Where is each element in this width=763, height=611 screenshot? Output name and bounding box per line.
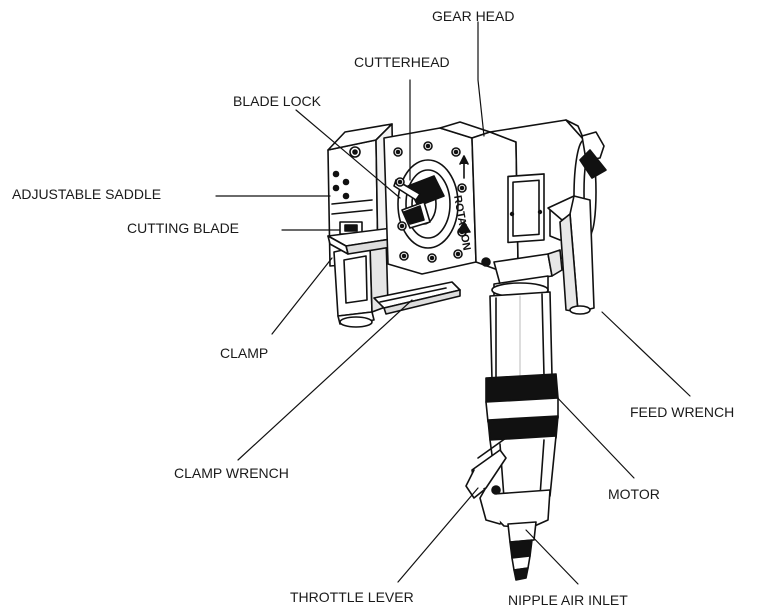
leader-feed-wrench [601, 311, 691, 397]
label-gear-head: GEAR HEAD [432, 8, 515, 24]
label-throttle-lever: THROTTLE LEVER [290, 589, 414, 605]
label-cutterhead: CUTTERHEAD [354, 54, 450, 70]
leader-nipple-air-inlet [525, 529, 579, 585]
leader-lines [215, 21, 691, 585]
gear-head-body [457, 119, 607, 315]
leader-clamp [271, 257, 333, 335]
clamp-assembly [333, 235, 461, 328]
label-feed-wrench: FEED WRENCH [630, 404, 735, 420]
motor-assembly [465, 275, 559, 581]
label-blade-lock: BLADE LOCK [233, 93, 321, 109]
leader-gear-head [477, 21, 485, 137]
label-motor: MOTOR [608, 486, 660, 502]
label-nipple-air-inlet: NIPPLE AIR INLET [508, 592, 628, 608]
label-clamp: CLAMP [220, 345, 269, 361]
leader-motor [551, 391, 635, 479]
label-clamp-wrench: CLAMP WRENCH [174, 465, 289, 481]
label-adjustable-saddle: ADJUSTABLE SADDLE [12, 186, 162, 202]
leader-clamp-wrench [237, 299, 413, 461]
leader-blade-lock [295, 109, 401, 199]
label-cutting-blade: CUTTING BLADE [127, 220, 240, 236]
leader-throttle-lever [397, 487, 479, 583]
